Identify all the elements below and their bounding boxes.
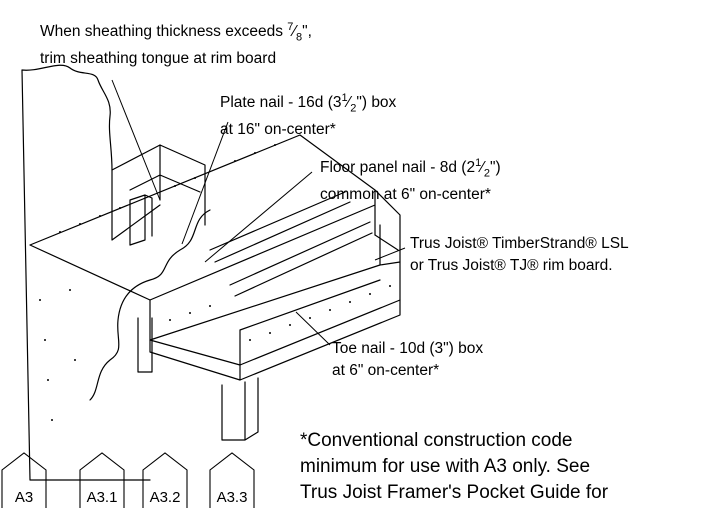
stud-block <box>129 194 153 246</box>
leader-rim-board <box>374 247 406 261</box>
detail-tag-a3-2-frame <box>142 452 188 508</box>
detail-tag-a3-3: A3.3 <box>217 489 248 506</box>
leader-plate-nail <box>181 121 229 245</box>
floor-joists <box>209 191 373 297</box>
foundation-post-right <box>221 377 259 441</box>
callout-plate-nail: Plate nail - 16d (31⁄2") box at 16" on-c… <box>220 92 397 139</box>
detail-tag-a3-1: A3.1 <box>87 489 118 506</box>
nail-pattern <box>39 144 391 421</box>
detail-tag-a3: A3 <box>15 489 33 506</box>
leader-sheathing <box>111 79 161 201</box>
callout-toe-nail: Toe nail - 10d (3") box at 6" on-center* <box>332 340 484 379</box>
leader-floor-panel-nail <box>204 171 313 263</box>
sill-plate <box>149 299 401 381</box>
callout-sheathing: When sheathing thickness exceeds 7⁄8", t… <box>40 21 312 68</box>
sheathing-cut-edge <box>89 209 211 401</box>
wall-frame <box>111 144 206 226</box>
floor-panel <box>29 134 376 301</box>
wall-sheathing-outline <box>21 64 161 481</box>
rim-joist-end <box>374 189 401 263</box>
detail-tag-a3-1-frame <box>79 452 125 508</box>
code-minimum-note: *Conventional construction code minimum … <box>300 430 609 503</box>
detail-tag-a3-frame <box>1 452 47 508</box>
leader-toe-nail <box>295 311 331 346</box>
detail-tag-a3-2: A3.2 <box>150 489 181 506</box>
callout-floor-panel-nail: Floor panel nail - 8d (21⁄2") common at … <box>320 157 501 204</box>
detail-tag-a3-3-frame <box>209 452 255 508</box>
foundation-post-left <box>137 317 153 373</box>
callout-rim-board: Trus Joist® TimberStrand® LSL or Trus Jo… <box>410 235 629 274</box>
